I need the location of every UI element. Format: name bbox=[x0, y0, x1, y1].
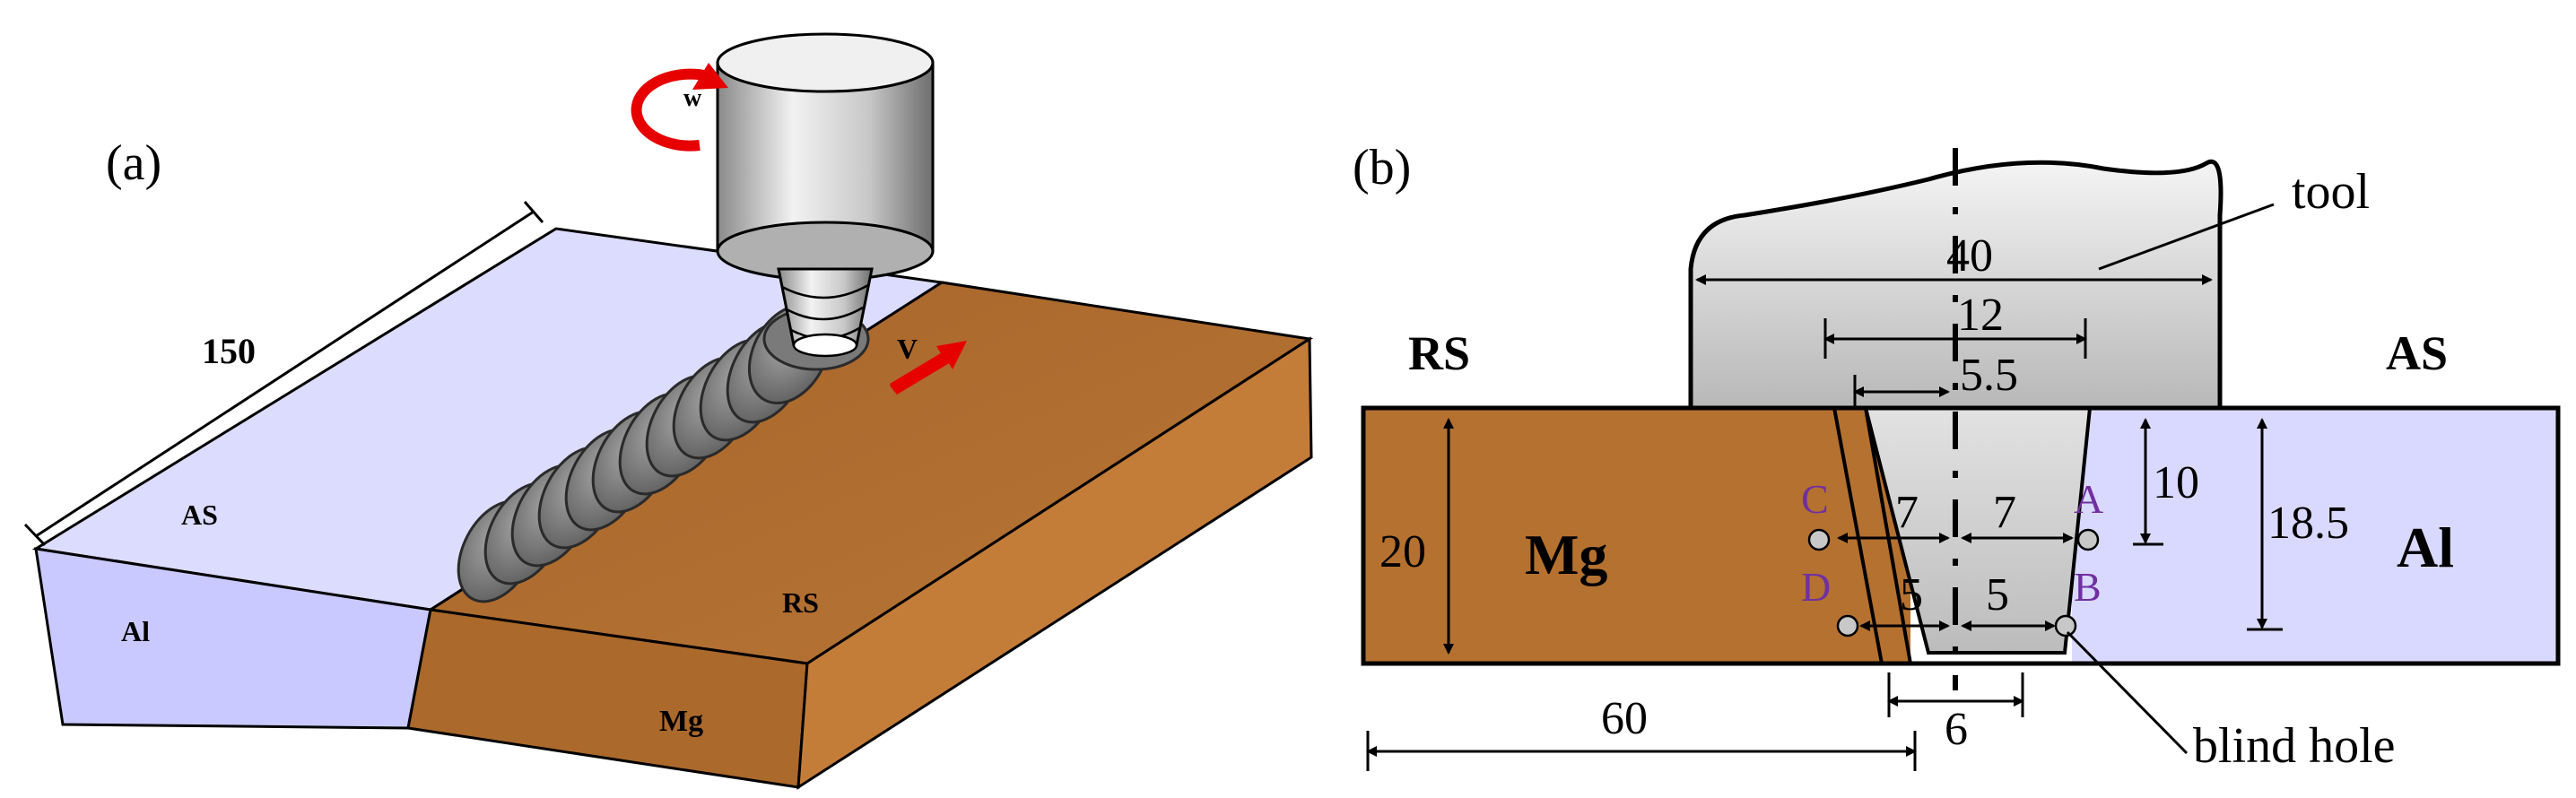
dim-12: 12 bbox=[1957, 290, 2004, 341]
panel-a-label: (a) bbox=[106, 135, 161, 191]
dim-60: 60 bbox=[1601, 693, 1648, 744]
length-value: 150 bbox=[202, 331, 256, 371]
point-b-marker bbox=[2054, 614, 2077, 638]
travel-label: V bbox=[897, 333, 918, 365]
blind-hole-label: blind hole bbox=[2193, 718, 2396, 774]
mg-label-b: Mg bbox=[1525, 523, 1607, 586]
al-label-a: Al bbox=[121, 615, 150, 647]
point-b-label: B bbox=[2074, 564, 2102, 610]
mg-side-face bbox=[796, 336, 1313, 790]
point-a-marker bbox=[2076, 528, 2100, 551]
rs-label-a: RS bbox=[782, 586, 819, 619]
point-d-label: D bbox=[1801, 564, 1831, 610]
al-label-b: Al bbox=[2397, 516, 2454, 579]
point-a-label: A bbox=[2074, 476, 2103, 522]
dim-18-5: 18.5 bbox=[2267, 498, 2349, 549]
al-plate bbox=[2072, 408, 2558, 664]
as-label-a: AS bbox=[181, 499, 218, 531]
panel-a: w V 150 (a) AS Al RS Mg bbox=[23, 32, 1314, 790]
dim-5-right: 5 bbox=[1986, 569, 2009, 620]
panel-b-label: (b) bbox=[1353, 140, 1411, 195]
point-c-marker bbox=[1807, 528, 1831, 551]
tool-shoulder bbox=[1688, 159, 2224, 411]
dim-5-left: 5 bbox=[1900, 569, 1923, 620]
rotation-arrow-icon bbox=[631, 63, 728, 152]
length-dimension bbox=[23, 201, 544, 547]
as-label-b: AS bbox=[2386, 326, 2448, 380]
rotation-label: w bbox=[683, 84, 702, 112]
dim-7-right: 7 bbox=[1993, 487, 2016, 538]
travel-arrow-icon bbox=[890, 341, 967, 395]
dim-20: 20 bbox=[1379, 526, 1426, 577]
tool-label: tool bbox=[2292, 164, 2370, 220]
dim-40: 40 bbox=[1946, 230, 1993, 282]
dim-5-5: 5.5 bbox=[1960, 350, 2018, 401]
rs-label-b: RS bbox=[1408, 326, 1470, 380]
fsw-tool bbox=[716, 32, 935, 358]
mg-label-a: Mg bbox=[659, 705, 703, 738]
panel-b: 40 12 5.5 7 7 5 5 C A D B 10 bbox=[1353, 140, 2561, 774]
point-c-label: C bbox=[1801, 476, 1829, 522]
dim-7-left: 7 bbox=[1895, 487, 1919, 538]
point-d-marker bbox=[1836, 614, 1859, 638]
dim-10: 10 bbox=[2153, 457, 2199, 508]
dim-6: 6 bbox=[1945, 704, 1968, 755]
